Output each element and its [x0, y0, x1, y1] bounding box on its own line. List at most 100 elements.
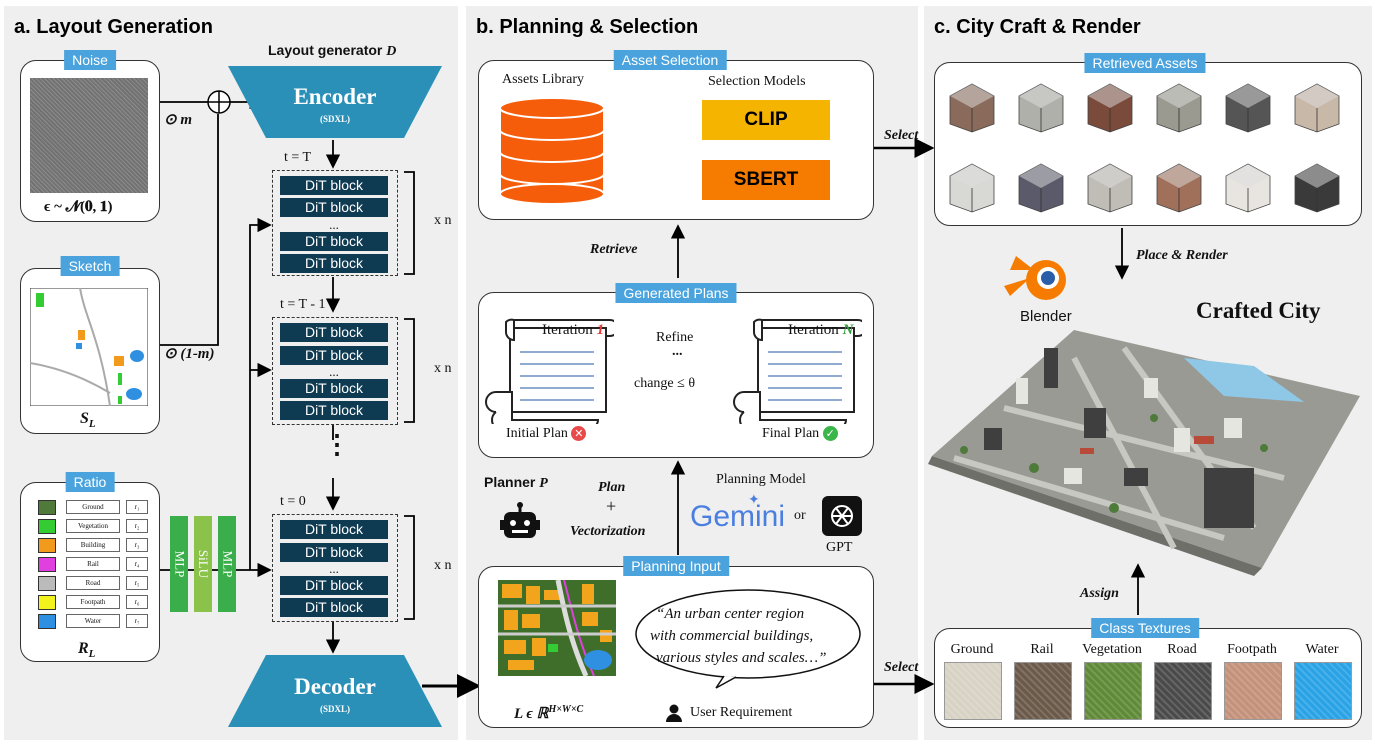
- fail-icon: ✕: [571, 426, 587, 441]
- ratio-row: Footpath r₆: [34, 595, 174, 611]
- texture-label: Footpath: [1227, 642, 1277, 657]
- ratio-class-label: Footpath: [66, 595, 120, 609]
- user-requirement-label: User Requirement: [690, 705, 793, 720]
- texture-label: Road: [1167, 642, 1197, 657]
- class-cube-icon: [38, 538, 56, 553]
- sketch-image: [30, 288, 148, 406]
- building-asset-thumbnail: [1220, 78, 1276, 134]
- dit-block: DiT block: [280, 254, 388, 273]
- ratio-row: Building r₃: [34, 538, 174, 554]
- ratio-value: r₁: [126, 500, 148, 514]
- dit-block: DiT block: [280, 346, 388, 365]
- texture-swatch: [1014, 662, 1072, 720]
- ratio-value: r₄: [126, 557, 148, 571]
- building-asset-thumbnail: [1151, 158, 1207, 214]
- success-icon: ✓: [822, 426, 838, 441]
- step-label-T: t = T: [284, 150, 312, 165]
- ratio-value: r₂: [126, 519, 148, 533]
- step-label-T-1: t = T - 1: [280, 297, 326, 312]
- ratio-class-label: Vegetation: [66, 519, 120, 533]
- mlp-block-1: MLP: [170, 516, 188, 612]
- change-threshold: change ≤ θ: [634, 376, 696, 391]
- panel-c-title: c. City Craft & Render: [934, 16, 1141, 38]
- planning-model-label: Planning Model: [716, 472, 806, 487]
- planner-label: Planner P: [484, 474, 548, 491]
- assets-library-label: Assets Library: [502, 72, 585, 87]
- gemini-logo: Gemini: [690, 500, 786, 533]
- blender-label: Blender: [1020, 308, 1072, 325]
- inv-mask-label: ⊙ (1-m): [164, 346, 215, 362]
- class-cube-icon: [38, 614, 56, 629]
- building-asset-thumbnail: [944, 158, 1000, 214]
- dit-block: DiT block: [280, 323, 388, 342]
- mask-label: ⊙ m: [164, 112, 192, 128]
- user-quote-line-3: various styles and scales…”: [656, 650, 827, 666]
- class-cube-icon: [38, 576, 56, 591]
- dit-group-3: [272, 514, 398, 622]
- building-asset-thumbnail: [944, 78, 1000, 134]
- dit-block: DiT block: [280, 598, 388, 617]
- repeat-label: x n: [434, 213, 452, 228]
- encoder-shape: [228, 66, 442, 138]
- plan-label: Plan: [598, 480, 626, 495]
- step-label-0: t = 0: [280, 494, 306, 509]
- speech-bubble: [635, 589, 861, 689]
- noise-tag: Noise: [64, 50, 116, 70]
- refine-dots: ...: [672, 344, 683, 359]
- texture-label: Ground: [950, 642, 994, 657]
- building-asset-thumbnail: [1151, 78, 1207, 134]
- retrieved-assets-box: [934, 62, 1362, 226]
- dit-block: DiT block: [280, 176, 388, 195]
- vertical-dots: ⋮: [324, 430, 350, 459]
- repeat-label: x n: [434, 558, 452, 573]
- robot-icon: [500, 502, 540, 538]
- repeat-label: x n: [434, 361, 452, 376]
- ratio-tag: Ratio: [65, 472, 115, 492]
- decoder-shape: [228, 655, 442, 727]
- building-asset-thumbnail: [1082, 158, 1138, 214]
- ratio-class-label: Building: [66, 538, 120, 552]
- texture-label: Rail: [1030, 642, 1054, 657]
- planning-input-tag: Planning Input: [623, 556, 729, 576]
- final-plan-label: Final Plan ✓: [762, 426, 838, 442]
- iteration-1-label: Iteration 1: [542, 322, 605, 338]
- class-cube-icon: [38, 500, 56, 515]
- class-cube-icon: [38, 519, 56, 534]
- user-quote-line-1: “An urban center region: [656, 606, 805, 622]
- asset-grid: [944, 78, 1354, 218]
- crafted-city-title: Crafted City: [1196, 298, 1321, 323]
- dit-block: DiT block: [280, 379, 388, 398]
- dit-block: DiT block: [280, 543, 388, 562]
- ratio-class-label: Rail: [66, 557, 120, 571]
- texture-swatch: [944, 662, 1002, 720]
- final-plan-scroll: [733, 318, 862, 424]
- ratio-value: r₆: [126, 595, 148, 609]
- vectorization-label: Vectorization: [570, 524, 646, 539]
- refine-label: Refine: [656, 330, 694, 345]
- dit-block: DiT block: [280, 520, 388, 539]
- building-asset-thumbnail: [1289, 158, 1345, 214]
- user-quote-line-2: with commercial buildings,: [650, 628, 814, 644]
- decoder-label: Decoder: [294, 674, 376, 699]
- gpt-logo-icon: [822, 496, 862, 536]
- gpt-label: GPT: [826, 540, 853, 555]
- layout-symbol: L ϵ ℝH×W×C: [514, 704, 584, 722]
- class-textures-box: [934, 628, 1362, 728]
- assign-label: Assign: [1080, 586, 1119, 601]
- ratio-value: r₃: [126, 538, 148, 552]
- gemini-spark-icon: ✦: [748, 492, 760, 508]
- dit-group-2: [272, 317, 398, 425]
- texture-swatch: [1224, 662, 1282, 720]
- ratio-row: Vegetation r₂: [34, 519, 174, 535]
- selection-models-label: Selection Models: [708, 74, 806, 89]
- dit-block: DiT block: [280, 576, 388, 595]
- clip-model: CLIP: [702, 100, 830, 140]
- building-asset-thumbnail: [1220, 158, 1276, 214]
- class-cube-icon: [38, 557, 56, 572]
- retrieved-assets-tag: Retrieved Assets: [1084, 53, 1206, 73]
- dit-block: DiT block: [280, 232, 388, 251]
- encoder-label: Encoder: [293, 84, 377, 109]
